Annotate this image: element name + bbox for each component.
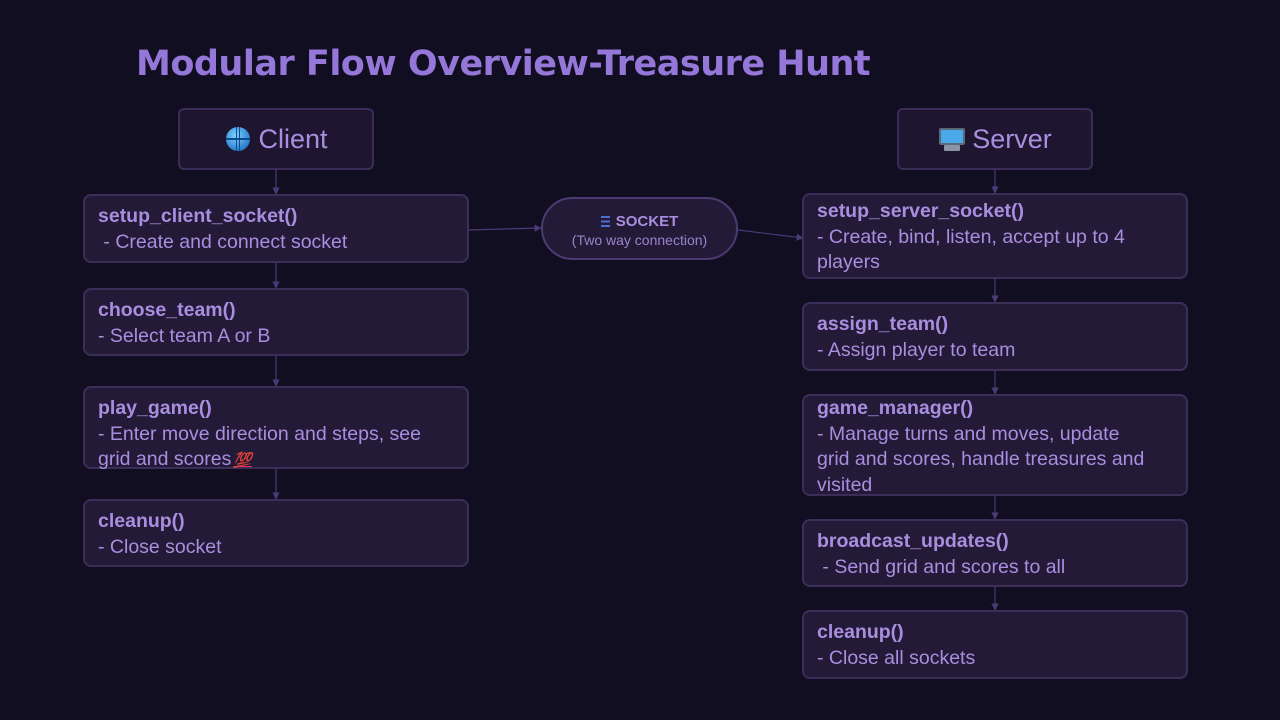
socket-sublabel: (Two way connection) (571, 232, 708, 248)
step-description: - Create, bind, listen, accept up to 4 p… (817, 225, 1131, 274)
step-function-name: setup_server_socket() (817, 200, 1025, 222)
server-header: Server (897, 108, 1093, 170)
list-icon (600, 216, 610, 227)
computer-icon (938, 125, 966, 153)
globe-icon (224, 125, 252, 153)
client-header: Client (178, 108, 374, 170)
client-header-label: Client (258, 123, 328, 154)
step-description: - Close all sockets (817, 646, 976, 669)
step-description: - Send grid and scores to all (817, 555, 1066, 578)
socket-node: SOCKET (Two way connection) (541, 197, 738, 260)
server-step-assign-team: assign_team() - Assign player to team (802, 302, 1188, 371)
server-step-cleanup: cleanup() - Close all sockets (802, 610, 1188, 679)
server-step-game-manager: game_manager() - Manage turns and moves,… (802, 394, 1188, 496)
step-function-name: broadcast_updates() (817, 530, 1009, 552)
step-description: - Close socket (98, 535, 222, 558)
client-step-play-game: play_game() - Enter move direction and s… (83, 386, 469, 471)
server-header-label: Server (972, 123, 1052, 154)
page-title: Modular Flow Overview-Treasure Hunt (136, 44, 871, 84)
server-step-setup-socket: setup_server_socket() - Create, bind, li… (802, 193, 1188, 279)
step-description: - Manage turns and moves, update grid an… (817, 422, 1150, 496)
hundred-points-icon: 💯 (233, 452, 253, 469)
step-function-name: setup_client_socket() (98, 205, 298, 227)
step-description: - Select team A or B (98, 324, 271, 347)
step-description: - Create and connect socket (98, 230, 348, 253)
step-function-name: cleanup() (98, 510, 185, 532)
step-description: - Assign player to team (817, 338, 1016, 361)
step-function-name: play_game() (98, 397, 212, 419)
client-step-choose-team: choose_team() - Select team A or B (83, 288, 469, 356)
socket-label: SOCKET (615, 213, 679, 230)
server-step-broadcast-updates: broadcast_updates() - Send grid and scor… (802, 519, 1188, 587)
client-step-setup-socket: setup_client_socket() - Create and conne… (83, 194, 469, 263)
step-description: - Enter move direction and steps, see gr… (98, 422, 427, 471)
client-step-cleanup: cleanup() - Close socket (83, 499, 469, 567)
step-function-name: assign_team() (817, 313, 949, 335)
step-function-name: cleanup() (817, 621, 904, 643)
step-function-name: game_manager() (817, 397, 974, 419)
step-function-name: choose_team() (98, 299, 236, 321)
